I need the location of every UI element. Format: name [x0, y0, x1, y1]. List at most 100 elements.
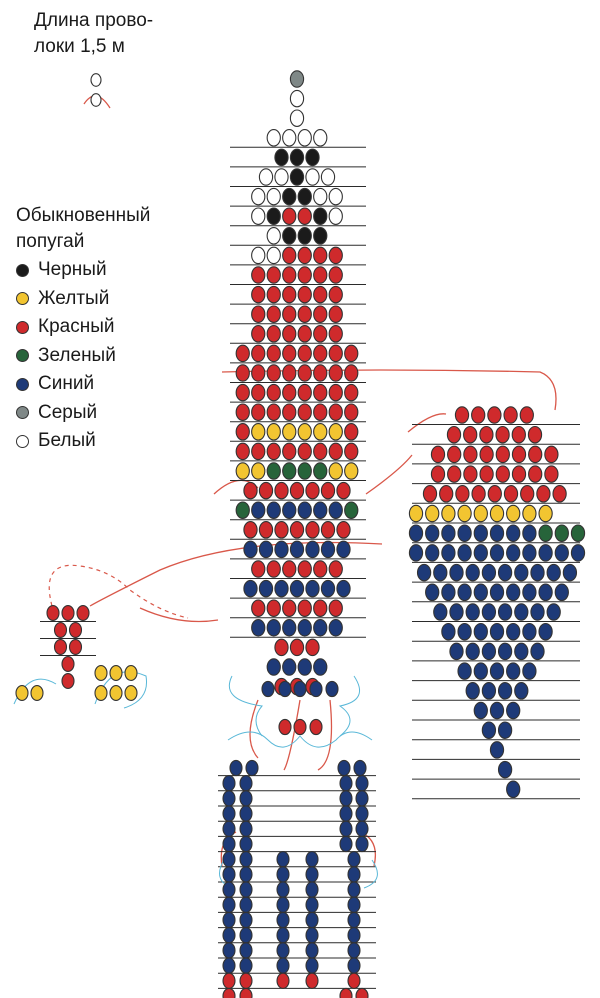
toe-bead	[124, 685, 138, 701]
body-bead	[266, 344, 281, 363]
wire-length-line2: локи 1,5 м	[34, 36, 125, 57]
toe-bead	[124, 665, 138, 681]
body-bead	[282, 462, 297, 480]
wing-bead	[544, 465, 559, 483]
body-bead	[313, 364, 328, 382]
body-bead	[344, 403, 359, 421]
wire-length-line1: Длина прово-	[34, 10, 154, 31]
tail-root-bead	[293, 680, 307, 698]
tail-bead	[245, 759, 259, 777]
foot-bead	[76, 605, 90, 621]
wing-bead	[544, 445, 559, 464]
wing-bead	[433, 603, 448, 621]
body-bead	[251, 462, 266, 480]
toe-bead	[30, 685, 44, 701]
body-bead	[243, 579, 258, 598]
body-bead	[274, 579, 289, 598]
body-bead	[266, 462, 281, 480]
body-bead	[282, 619, 297, 637]
body-bead	[313, 462, 328, 480]
wing-bead	[465, 642, 480, 661]
wing-bead	[473, 622, 488, 641]
wing-bead	[538, 622, 553, 641]
body-bead	[344, 344, 359, 363]
tail-bead	[276, 896, 290, 913]
body-bead	[336, 579, 351, 598]
body-bead	[251, 285, 266, 304]
wing-bead	[503, 406, 518, 424]
body-bead	[251, 266, 266, 284]
wing-bead	[457, 544, 472, 562]
tail-bead	[222, 866, 236, 883]
legend-item: Черный	[16, 257, 107, 283]
wing-bead	[465, 563, 480, 582]
body-bead	[266, 246, 281, 265]
legend-label: Красный	[38, 316, 115, 337]
body-bead	[235, 344, 250, 363]
body-bead	[297, 423, 312, 441]
body-bead	[266, 364, 281, 382]
body-bead	[313, 266, 328, 284]
body-bead	[313, 187, 328, 206]
tail-bead	[222, 835, 236, 853]
body-bead	[266, 658, 281, 676]
body-bead	[328, 305, 343, 323]
body-bead	[305, 481, 320, 500]
wing-bead	[522, 544, 537, 562]
body-bead	[328, 462, 343, 480]
tail-bead	[339, 987, 353, 998]
wing-bead	[479, 465, 494, 483]
body-bead	[328, 207, 343, 225]
body-bead	[235, 462, 250, 480]
body-bead	[328, 599, 343, 617]
tail-bead	[347, 881, 361, 898]
tail-bead	[222, 820, 236, 837]
body-bead	[297, 619, 312, 637]
body-bead	[274, 168, 289, 186]
tail-bead	[347, 927, 361, 944]
body-bead	[266, 442, 281, 461]
body-bead	[344, 442, 359, 461]
legend-swatch	[16, 320, 29, 334]
body-bead	[313, 325, 328, 343]
foot-bead	[53, 639, 68, 655]
wing-bead	[449, 603, 464, 621]
tail-bead	[305, 927, 319, 944]
toe-bead	[94, 665, 108, 681]
wing-bead	[514, 642, 529, 661]
tail-bead	[239, 805, 253, 822]
body-bead	[266, 325, 281, 343]
wing-bead	[408, 504, 424, 523]
body-bead	[282, 187, 297, 206]
legend-label: Желтый	[38, 287, 110, 309]
wing-bead	[457, 504, 472, 523]
wing-bead	[514, 603, 529, 621]
wing-bead	[441, 544, 456, 562]
legend-item: Серый	[16, 400, 97, 426]
tail-bead	[355, 835, 369, 853]
wing-bead	[514, 682, 529, 700]
legend-item: Белый	[16, 428, 96, 454]
tail-root-bead	[278, 718, 292, 736]
body-bead	[344, 462, 359, 480]
toe-bead	[109, 665, 123, 681]
body-bead	[344, 423, 359, 441]
tail-bead	[347, 911, 361, 929]
body-bead	[235, 442, 250, 461]
body-bead	[289, 148, 305, 167]
body-bead	[336, 540, 351, 559]
body-bead	[266, 403, 281, 421]
body-bead	[313, 560, 328, 578]
body-bead	[297, 285, 312, 304]
wing-bead	[433, 563, 448, 582]
legend-title-line2: попугай	[16, 231, 85, 252]
tail-bead	[276, 942, 290, 959]
wing-bead	[570, 524, 586, 542]
wing-bead	[552, 485, 567, 503]
wing-bead	[430, 445, 446, 464]
legend-label: Зеленый	[38, 344, 116, 366]
legend-title-line1: Обыкновенный	[16, 205, 151, 226]
legend-item: Красный	[16, 314, 114, 340]
tail-bead	[305, 911, 319, 929]
wire	[407, 413, 447, 433]
